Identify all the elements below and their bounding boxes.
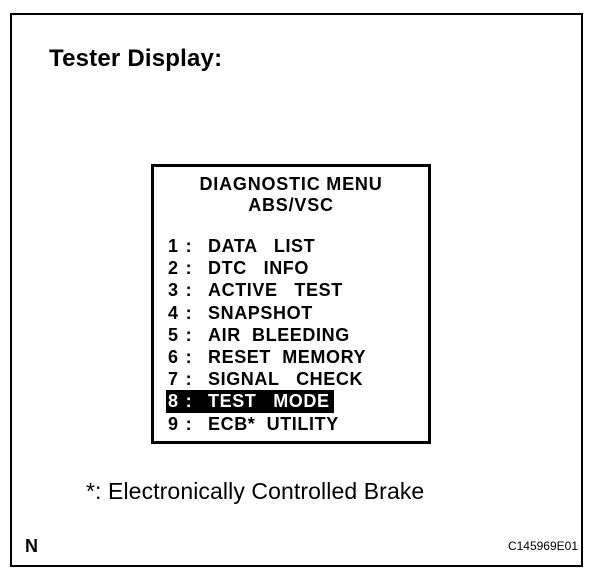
menu-item-label: SIGNAL CHECK: [208, 369, 364, 390]
diagnostic-menu: 1 :DATA LIST 2 :DTC INFO 3 :ACTIVE TEST …: [166, 235, 367, 435]
menu-item-number: 9: [168, 413, 179, 434]
menu-item-label: ECB* UTILITY: [208, 413, 339, 434]
menu-item-label: SNAPSHOT: [208, 302, 313, 323]
menu-item-number: 4: [168, 302, 179, 323]
menu-item-number: 5: [168, 324, 179, 345]
menu-item-active-test[interactable]: 3 :ACTIVE TEST: [168, 280, 343, 301]
menu-item-data-list[interactable]: 1 :DATA LIST: [168, 236, 316, 256]
menu-item-number: 6: [168, 346, 179, 367]
menu-item-number: 3: [168, 280, 179, 301]
menu-item-reset-memory[interactable]: 6 :RESET MEMORY: [168, 346, 367, 367]
menu-item-air-bleeding[interactable]: 5 :AIR BLEEDING: [168, 324, 350, 345]
menu-item-number: 1: [168, 236, 179, 256]
screen-title-line1: DIAGNOSTIC MENU: [199, 174, 383, 194]
menu-item-label: ACTIVE TEST: [208, 280, 343, 301]
menu-item-label: DATA LIST: [208, 236, 316, 256]
menu-item-label: AIR BLEEDING: [208, 324, 350, 345]
menu-item-number: 2: [168, 258, 179, 279]
tester-screen: DIAGNOSTIC MENU ABS/VSC 1 :DATA LIST 2 :…: [151, 164, 431, 444]
corner-mark: N: [25, 536, 38, 556]
menu-item-label: TEST MODE: [208, 391, 330, 412]
figure-id: C145969E01: [507, 539, 578, 553]
screen-title: DIAGNOSTIC MENU ABS/VSC: [154, 174, 428, 216]
menu-item-number: 7: [168, 369, 179, 390]
menu-item-number: 8: [168, 391, 179, 412]
figure-caption: Tester Display:: [49, 45, 223, 72]
menu-item-test-mode-selected[interactable]: 8 :TEST MODE: [166, 390, 334, 413]
screen-title-line2: ABS/VSC: [248, 195, 334, 215]
menu-item-signal-check[interactable]: 7 :SIGNAL CHECK: [168, 369, 364, 390]
figure-frame: [10, 13, 583, 567]
menu-item-ecb-utility[interactable]: 9 :ECB* UTILITY: [168, 413, 339, 434]
menu-item-label: RESET MEMORY: [208, 346, 367, 367]
footnote: *: Electronically Controlled Brake: [86, 478, 425, 504]
menu-item-snapshot[interactable]: 4 :SNAPSHOT: [168, 302, 313, 323]
menu-item-label: DTC INFO: [208, 258, 309, 279]
menu-item-dtc-info[interactable]: 2 :DTC INFO: [168, 258, 309, 279]
